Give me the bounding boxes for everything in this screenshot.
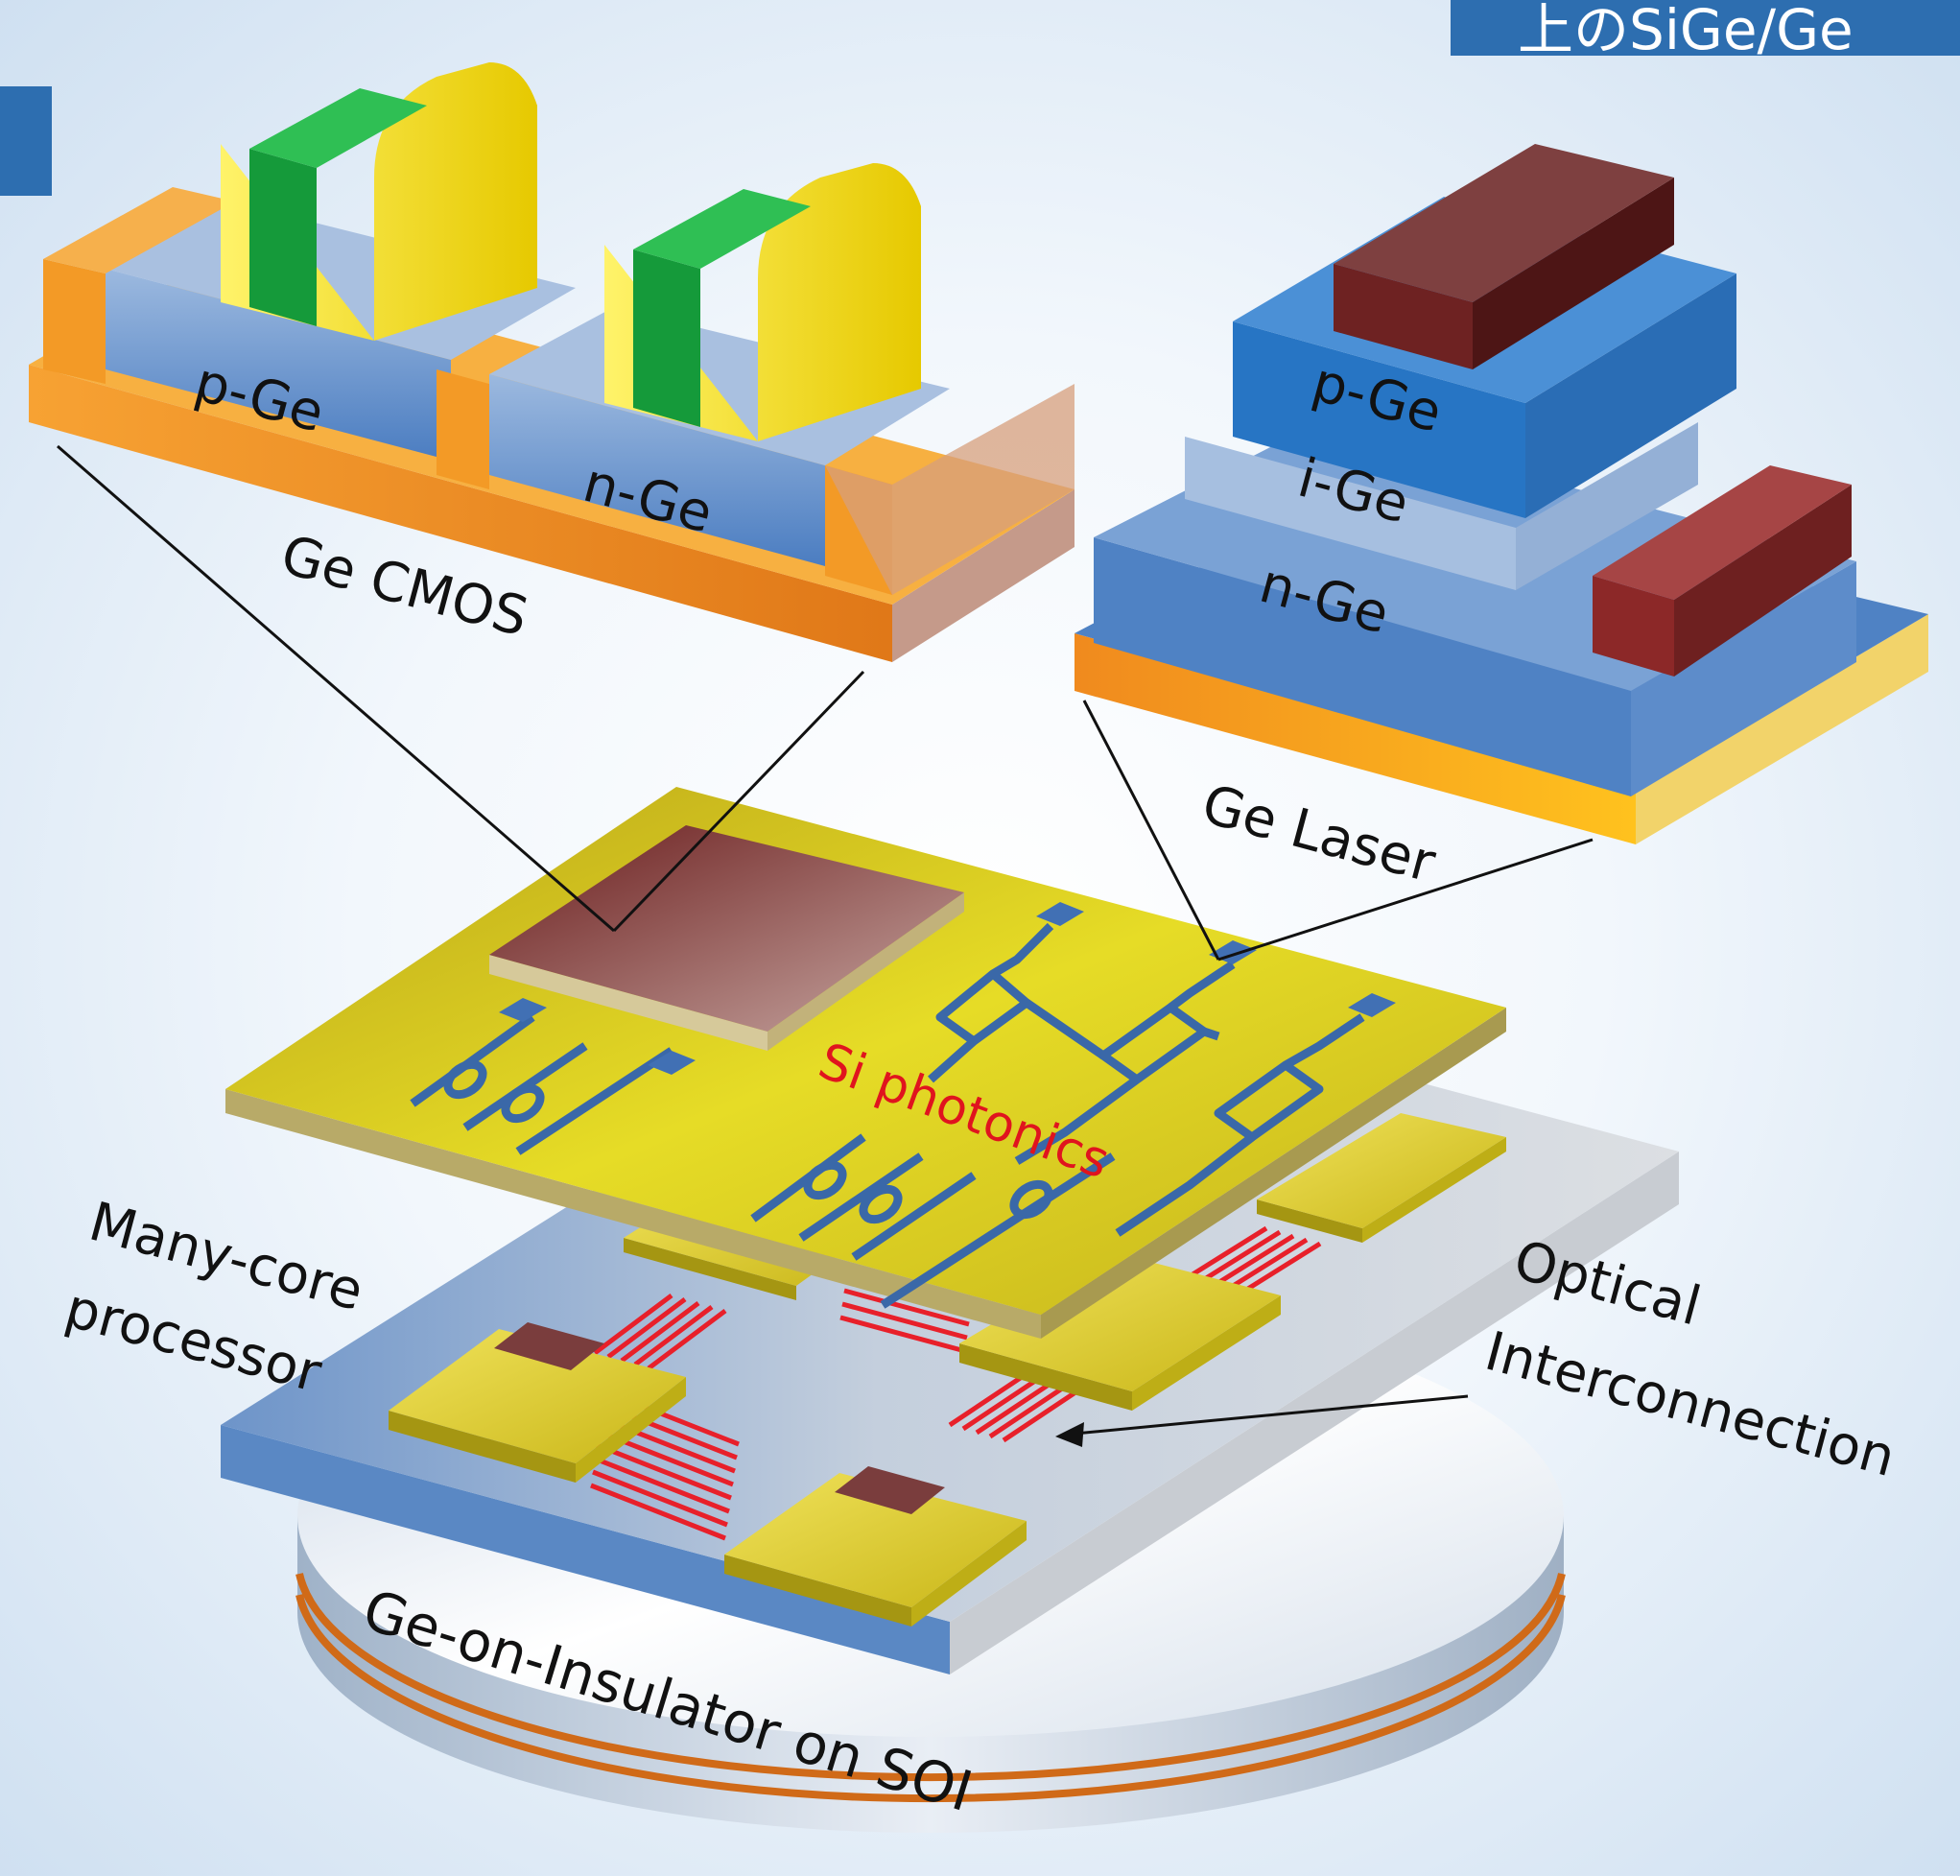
- gate-p: [221, 62, 537, 341]
- core-pad: [724, 1466, 1027, 1627]
- waveguide-pads: [499, 902, 1396, 1075]
- header-tab: 上のSiGe/Ge: [1451, 0, 1960, 56]
- header-title: 上のSiGe/Ge: [1518, 0, 1854, 56]
- ge-cmos-block: [489, 825, 964, 1051]
- arrowhead: [1055, 1422, 1084, 1447]
- ge-cmos-structure: p-Ge n-Ge Ge CMOS: [29, 62, 1074, 662]
- ge-laser-structure: p-Ge i-Ge n-Ge Ge Laser: [1074, 144, 1928, 895]
- core-pad: [389, 1322, 686, 1483]
- left-accent-block: [0, 86, 52, 196]
- core-pad: [1257, 1113, 1506, 1243]
- waveguide-network: [410, 922, 1365, 1309]
- callout-lines: [57, 444, 1594, 1437]
- laser-title: Ge Laser: [1195, 773, 1442, 895]
- si-photonics-layer: [225, 787, 1506, 1339]
- core-pad: [959, 1252, 1281, 1411]
- gate-n: [604, 163, 921, 441]
